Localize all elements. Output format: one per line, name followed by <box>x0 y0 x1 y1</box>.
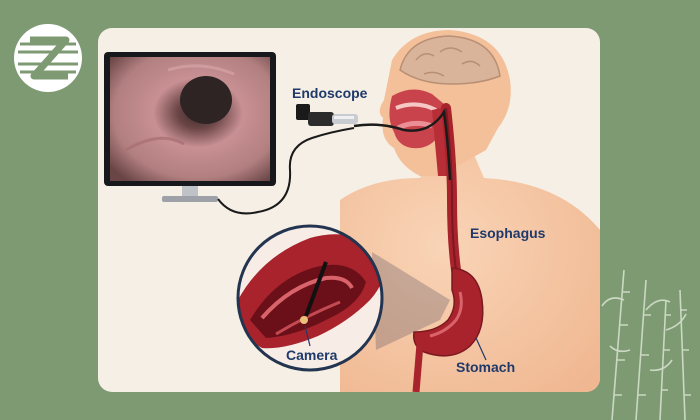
patient-body <box>340 150 600 392</box>
endoscope-cable <box>217 127 355 215</box>
label-stomach: Stomach <box>456 359 515 375</box>
stomach <box>412 267 484 357</box>
bamboo-decoration-icon <box>601 269 691 420</box>
endoscope-tube <box>353 108 452 181</box>
endoscope-device <box>296 104 358 126</box>
monitor <box>104 52 276 202</box>
brain <box>399 35 501 85</box>
label-esophagus: Esophagus <box>470 225 546 241</box>
monitor-screen <box>110 57 270 181</box>
magnified-view <box>236 224 384 372</box>
label-endoscope: Endoscope <box>292 85 368 101</box>
label-camera: Camera <box>286 347 338 363</box>
zoom-cone <box>372 252 450 350</box>
circle-z-logo-icon <box>14 24 82 92</box>
